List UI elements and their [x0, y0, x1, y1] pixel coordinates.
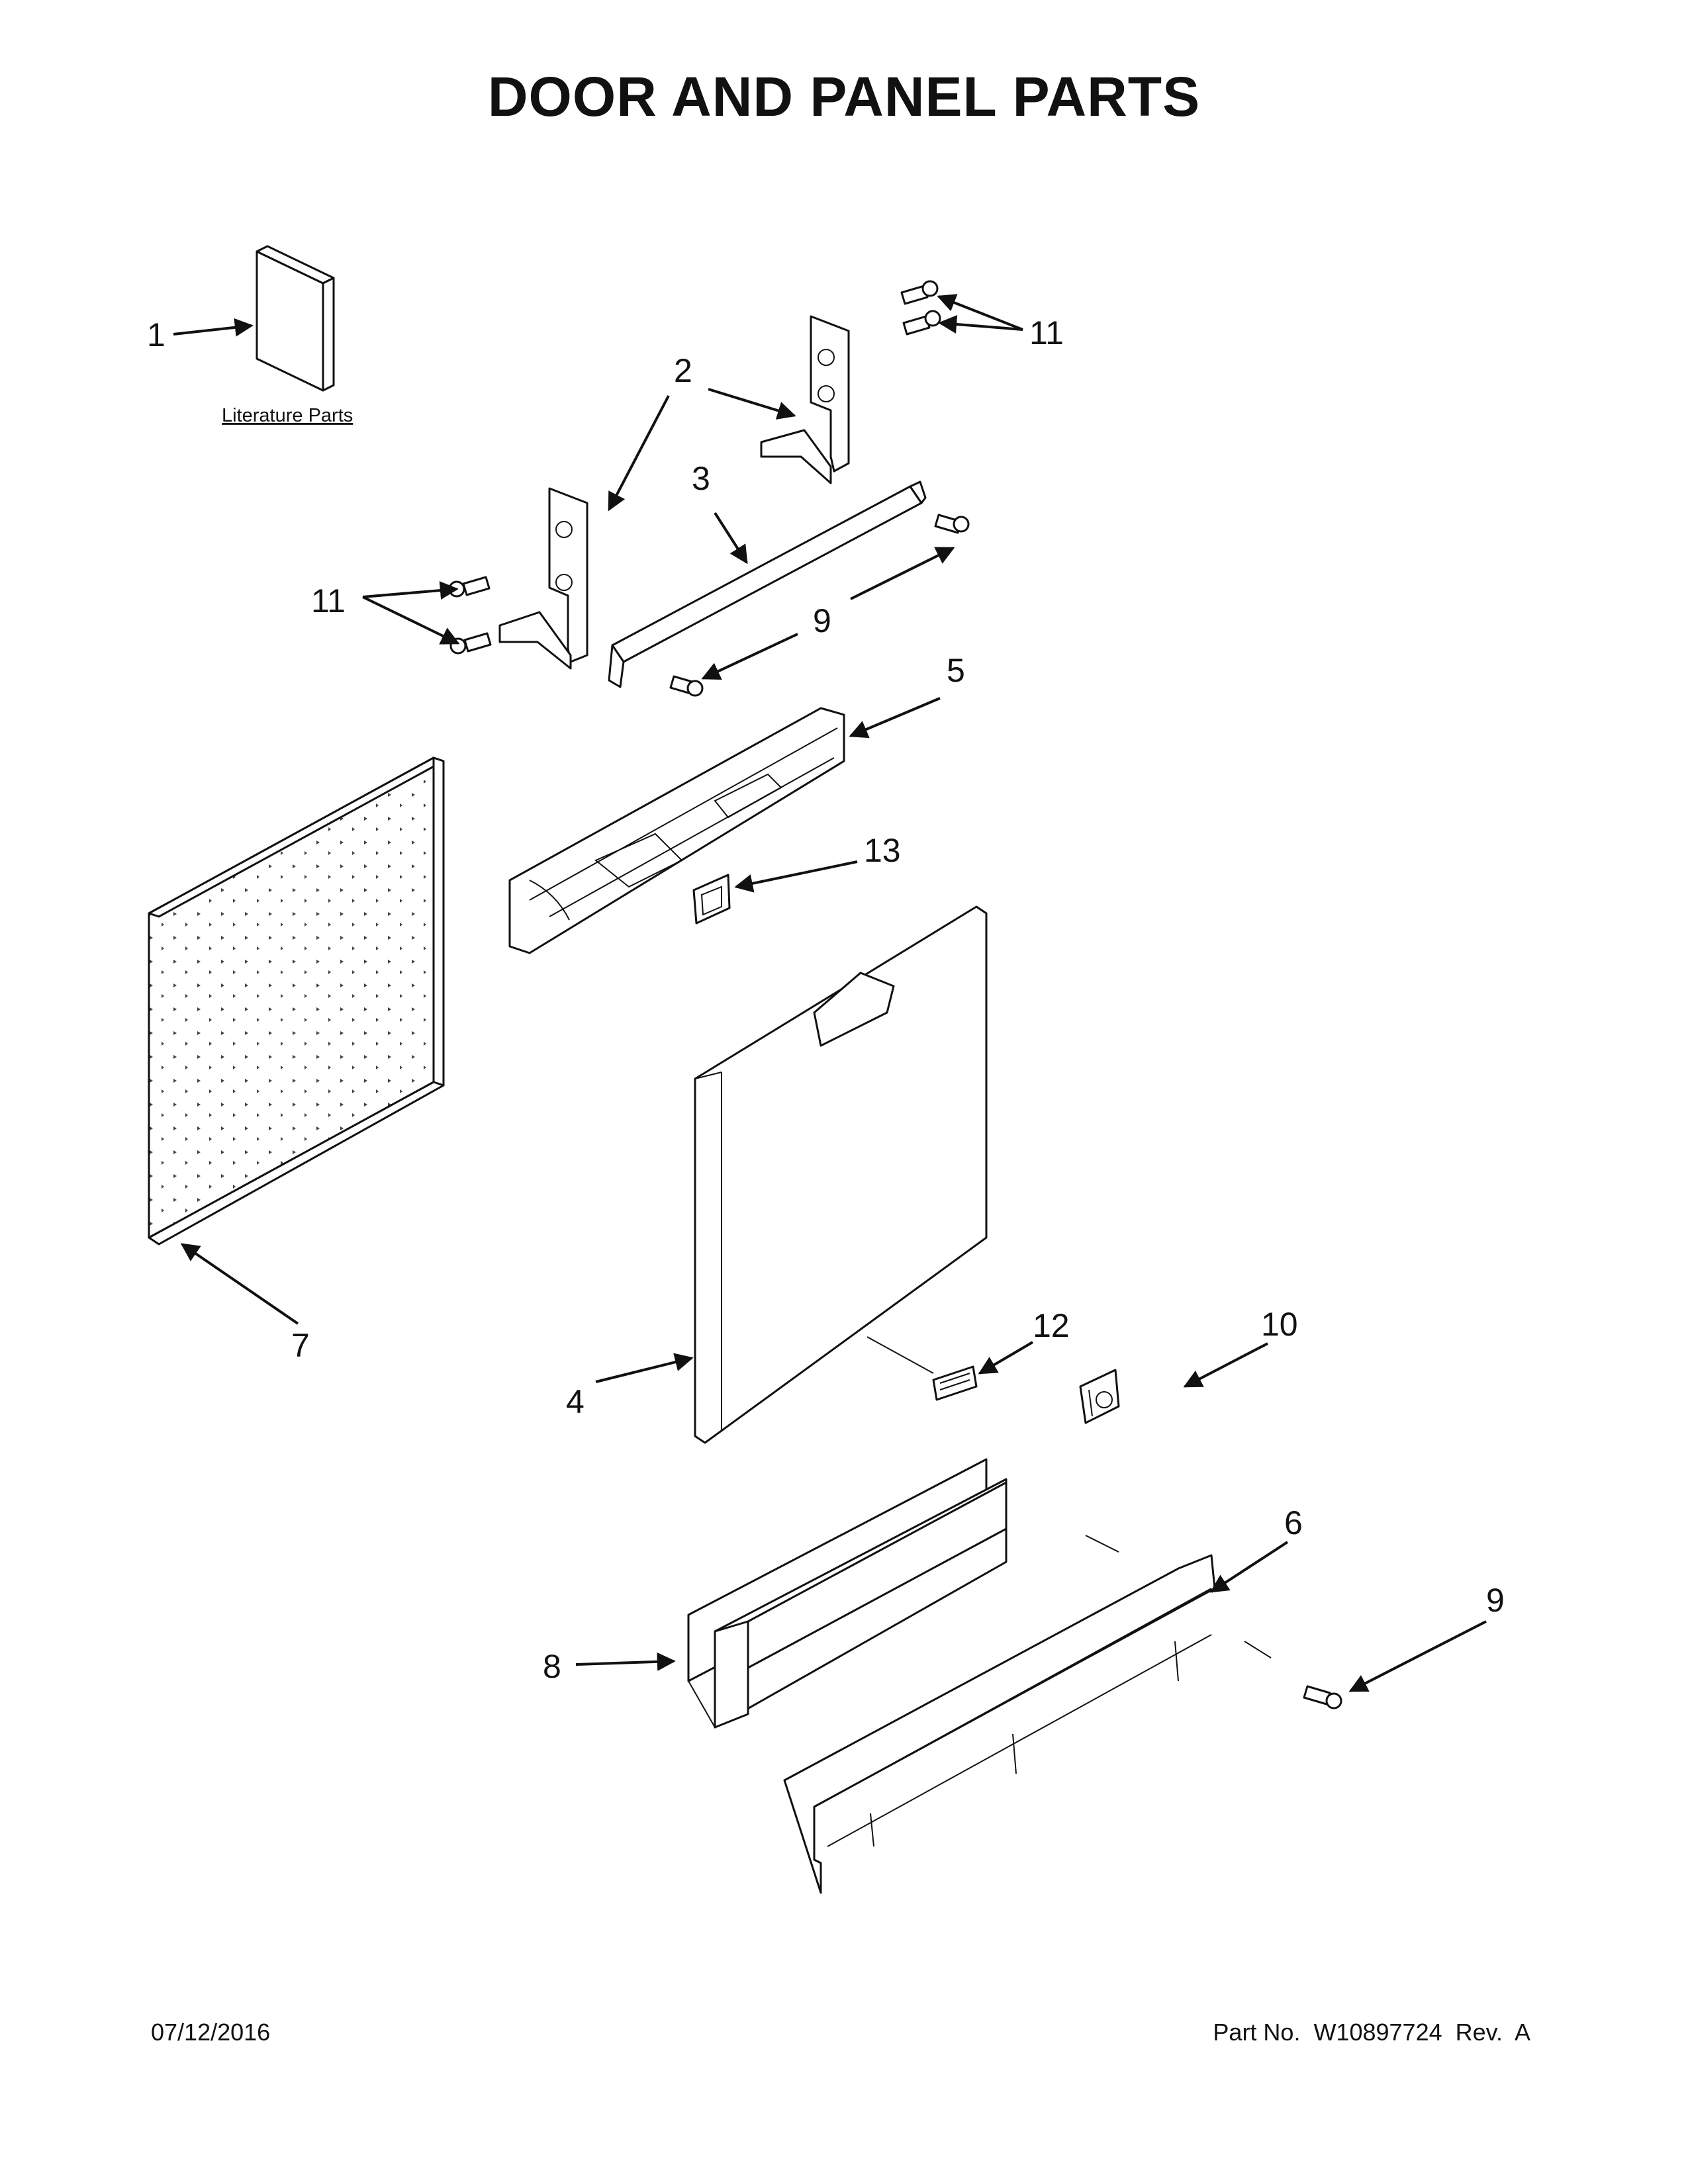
door-outer-panel — [148, 756, 445, 1246]
callout-11: 11 — [311, 582, 346, 619]
callout-12: 12 — [1033, 1307, 1070, 1344]
control-console — [508, 707, 845, 954]
callout-5: 5 — [947, 652, 965, 689]
callout-7: 7 — [291, 1327, 310, 1364]
callout-1: 1 — [147, 316, 165, 353]
callout-13: 13 — [864, 832, 901, 869]
callout-6: 6 — [1284, 1504, 1303, 1541]
console-clip — [692, 874, 731, 925]
page-title: DOOR AND PANEL PARTS — [487, 66, 1201, 128]
callout-3: 3 — [692, 460, 710, 497]
callout-11: 11 — [1029, 314, 1064, 351]
callout-2: 2 — [674, 352, 692, 389]
hinge-screw — [900, 280, 939, 305]
footer-part-number: Part No. W10897724 Rev. A — [1213, 2019, 1530, 2046]
hinge-screw — [448, 576, 491, 598]
callout-4: 4 — [566, 1383, 585, 1420]
toe-panel-screw — [1303, 1685, 1342, 1709]
callout-8: 8 — [543, 1648, 561, 1685]
callout-9: 9 — [813, 602, 831, 639]
rail-screw — [669, 675, 704, 697]
hinge-screw — [902, 310, 941, 336]
hinge-bracket-right — [760, 315, 850, 484]
door-rail-strip — [608, 480, 927, 688]
callout-10: 10 — [1261, 1306, 1298, 1343]
latch-clip — [1079, 1369, 1120, 1424]
literature-booklet — [256, 245, 335, 392]
rail-screw — [934, 514, 970, 534]
hinge-bracket-left — [498, 487, 588, 670]
inner-door — [694, 905, 988, 1444]
door-badge — [867, 1336, 978, 1401]
callout-9: 9 — [1486, 1582, 1505, 1619]
literature-parts-label: Literature Parts — [222, 405, 353, 426]
toe-panel — [783, 1535, 1272, 1894]
footer-date: 07/12/2016 — [151, 2019, 271, 2046]
leader-arrows — [173, 294, 1487, 1692]
toe-kick-insulation — [687, 1458, 1008, 1729]
